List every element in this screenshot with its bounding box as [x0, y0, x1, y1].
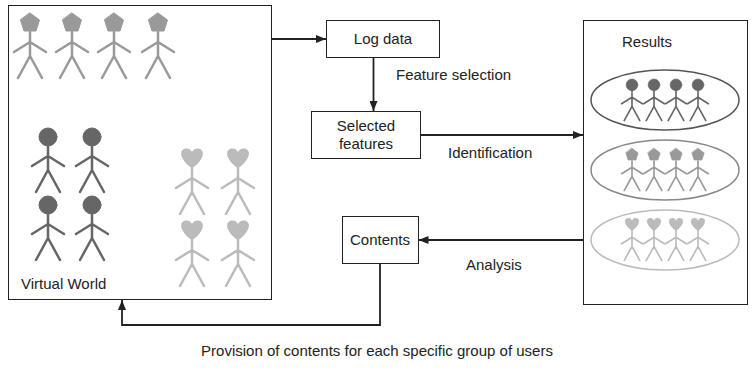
world-panel: Virtual World	[8, 5, 272, 300]
heart-users	[176, 149, 254, 286]
results-panel: Results	[583, 20, 748, 305]
box-label: Log data	[354, 30, 412, 48]
pentagon-users	[14, 13, 174, 78]
box-label: Selected features	[312, 117, 420, 153]
flow-arrow	[373, 58, 375, 111]
flow-arrow	[419, 239, 584, 241]
edge-label: Feature selection	[394, 66, 513, 84]
panel-label: Results	[622, 33, 672, 51]
process-box: Log data	[326, 20, 440, 58]
panel-label: Virtual World	[21, 275, 106, 293]
round-users	[32, 128, 108, 260]
group-ellipses	[591, 70, 739, 270]
flow-arrow	[421, 134, 583, 136]
box-label: Contents	[350, 231, 410, 249]
edge-label: Analysis	[464, 256, 524, 274]
edge-label: Provision of contents for each specific …	[199, 342, 555, 360]
flow-arrow	[272, 38, 326, 40]
flow-arrow	[122, 264, 380, 325]
edge-label: Identification	[446, 144, 534, 162]
process-box: Contents	[342, 216, 419, 264]
process-box: Selected features	[311, 111, 421, 159]
